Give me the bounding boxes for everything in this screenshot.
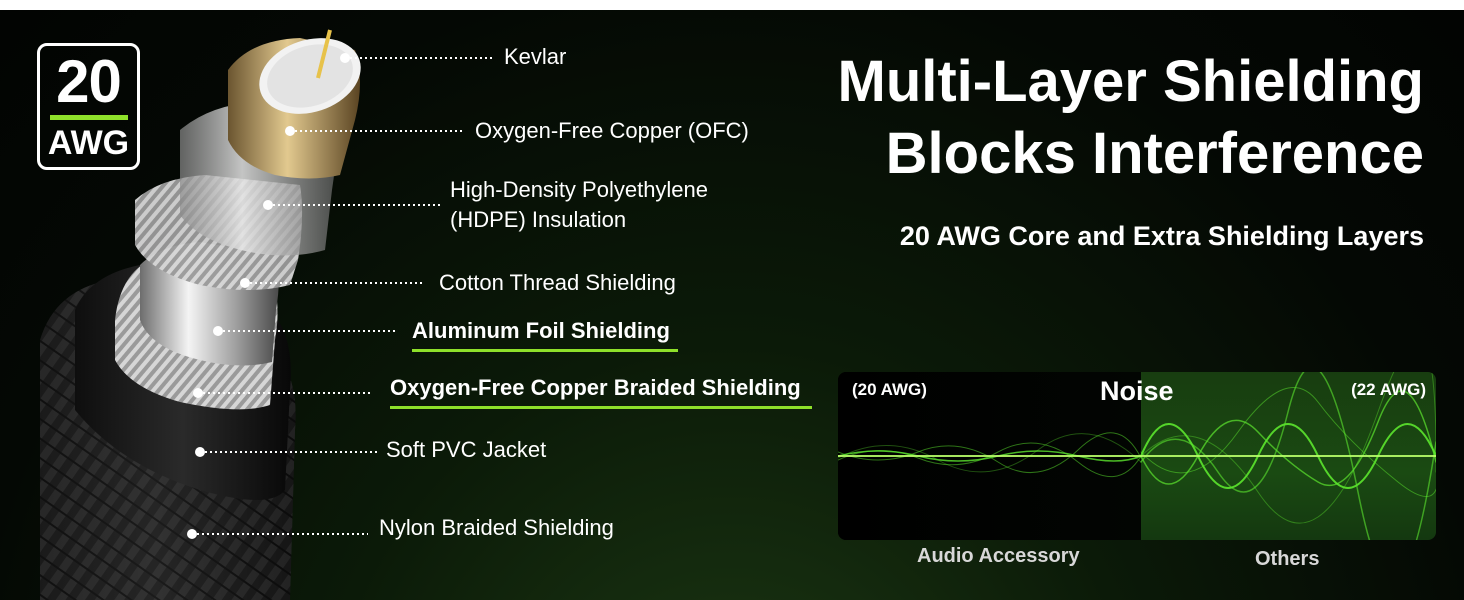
label-hdpe-line1: High-Density Polyethylene [450,177,709,202]
awg-badge: 20 AWG [37,43,140,170]
badge-unit: AWG [47,124,130,162]
title-line-2: Blocks Interference [885,121,1424,186]
tag-22-awg: (22 AWG) [1351,380,1426,399]
badge-number: 20 [56,48,122,115]
noise-title: Noise [1100,376,1174,406]
main-title: Multi-Layer Shielding Blocks Interferenc… [838,46,1425,190]
label-ofc: Oxygen-Free Copper (OFC) [475,118,749,143]
subtitle: 20 AWG Core and Extra Shielding Layers [899,221,1424,251]
badge-divider [49,115,128,120]
label-cotton-thread: Cotton Thread Shielding [439,270,676,295]
cable-cross-section-illustration [40,29,495,600]
label-kevlar: Kevlar [504,44,567,69]
underline-aluminum-foil [412,349,678,352]
tag-20-awg: (20 AWG) [852,380,927,399]
underline-copper-braided [390,406,812,409]
noise-comparison: Noise (20 AWG) (22 AWG) [838,372,1436,540]
label-copper-braided: Oxygen-Free Copper Braided Shielding [390,375,801,400]
label-aluminum-foil: Aluminum Foil Shielding [412,318,670,343]
caption-others: Others [1255,548,1320,570]
banner-panel: 20 AWG Kevlar Oxygen-Free Copper (OFC) H… [0,10,1464,600]
label-nylon-braided: Nylon Braided Shielding [379,515,614,540]
title-line-1: Multi-Layer Shielding [837,49,1425,114]
label-hdpe-line2: (HDPE) Insulation [450,207,627,232]
noise-wave-illustration [838,372,1436,540]
label-pvc-jacket: Soft PVC Jacket [386,437,547,462]
caption-audio-accessory: Audio Accessory [917,545,1080,567]
